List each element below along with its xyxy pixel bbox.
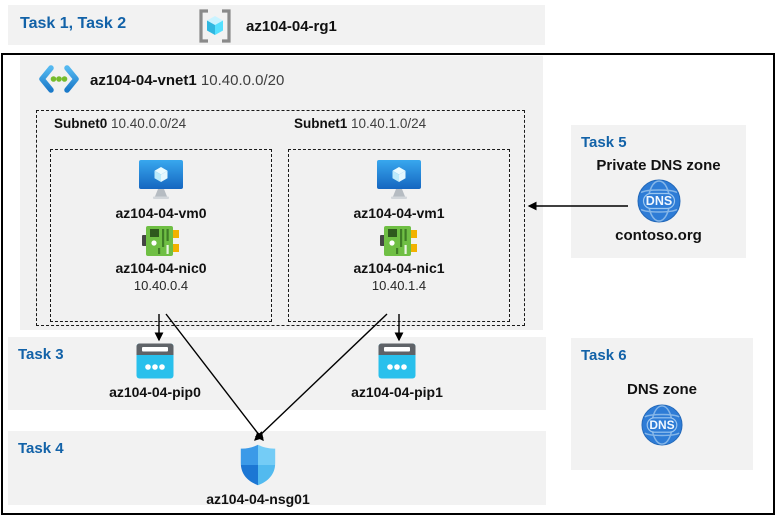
task4-label: Task 4 [18, 440, 64, 457]
network-interface-icon [380, 226, 417, 256]
subnet0-cidr: 10.40.0.0/24 [111, 116, 187, 131]
public-ip-icon [378, 343, 416, 379]
pip0-name: az104-04-pip0 [109, 384, 201, 400]
pip1-name: az104-04-pip1 [351, 384, 443, 400]
resource-group-icon [199, 9, 231, 43]
dns-zone-title: DNS zone [626, 381, 697, 398]
subnet1-name: Subnet1 [294, 116, 348, 131]
virtual-network-icon [39, 65, 79, 93]
task3-label: Task 3 [18, 346, 64, 363]
subnet1-box: az104-04-vm1 az104-04-nic1 10.40.1.4 [288, 149, 510, 322]
dns-icon-label: DNS [645, 194, 671, 208]
pip1-block: az104-04-pip1 [332, 343, 462, 400]
vm0-name: az104-04-vm0 [115, 205, 207, 221]
task-1-2-label: Task 1, Task 2 [20, 15, 127, 32]
public-ip-icon [136, 343, 174, 379]
private-dns-zone-title: Private DNS zone [596, 157, 721, 174]
resource-group-name: az104-04-rg1 [246, 18, 337, 35]
dns-zone-icon: DNS [641, 404, 683, 446]
nic0-ip: 10.40.0.4 [133, 278, 189, 293]
subnet1-title: Subnet1 10.40.1.0/24 [294, 116, 426, 131]
dns-icon-label: DNS [649, 418, 674, 432]
task6-box: Task 6 DNS zone DNS [571, 338, 753, 470]
task6-label: Task 6 [581, 347, 627, 364]
vnet-cidr: 10.40.0.0/20 [200, 72, 285, 89]
task3-band: Task 3 [8, 337, 546, 410]
task4-band: Task 4 [8, 431, 546, 505]
nic1-name: az104-04-nic1 [353, 260, 445, 276]
vnet-area [20, 56, 543, 330]
network-security-group-shield-icon [240, 444, 276, 486]
subnet0-title: Subnet0 10.40.0.0/24 [54, 116, 186, 131]
task5-label: Task 5 [581, 134, 627, 151]
virtual-machine-icon [377, 160, 421, 199]
nsg-block: az104-04-nsg01 [193, 444, 323, 507]
virtual-machine-icon [139, 160, 183, 199]
resource-group-band: Task 1, Task 2 az104-04-rg1 [8, 5, 545, 45]
vnet-name: az104-04-vnet1 [90, 72, 197, 89]
nsg-name: az104-04-nsg01 [206, 491, 310, 507]
nic0-name: az104-04-nic0 [115, 260, 207, 276]
subnet1-cidr: 10.40.1.0/24 [351, 116, 427, 131]
private-dns-zone-name: contoso.org [615, 227, 702, 244]
network-interface-icon [142, 226, 179, 256]
private-dns-zone-icon: DNS [637, 179, 680, 223]
vm1-name: az104-04-vm1 [353, 205, 445, 221]
subnet0-box: az104-04-vm0 az104-04-nic0 10.40.0.4 [50, 149, 272, 322]
task5-box: Task 5 Private DNS zone DNS contoso.org [571, 125, 746, 258]
nic1-ip: 10.40.1.4 [371, 278, 427, 293]
vnet-title: az104-04-vnet1 10.40.0.0/20 [90, 72, 284, 89]
pip0-block: az104-04-pip0 [90, 343, 220, 400]
subnet0-name: Subnet0 [54, 116, 108, 131]
